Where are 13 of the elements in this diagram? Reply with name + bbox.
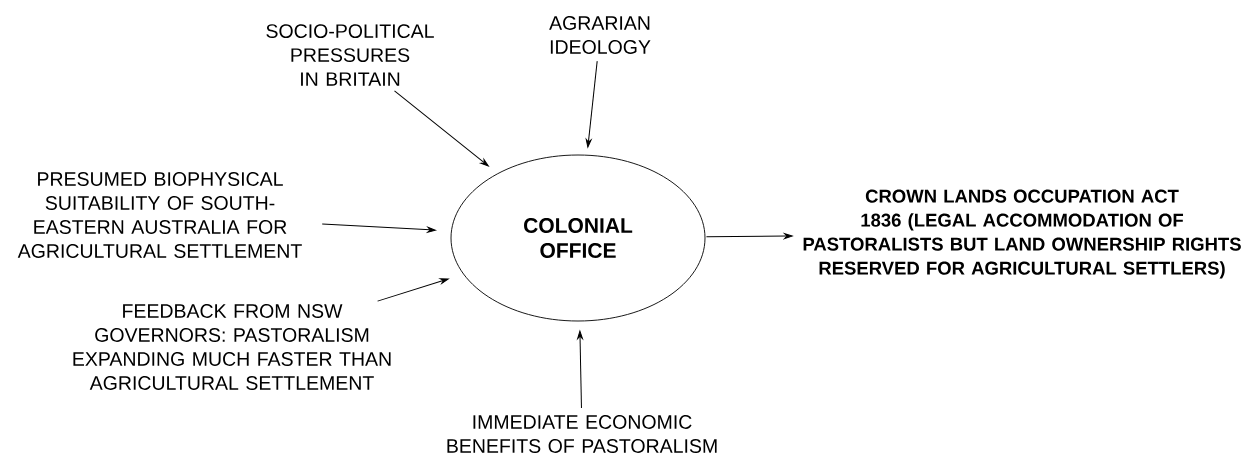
text-label: SOCIO-POLITICAL PRESSURES IN BRITAIN xyxy=(266,24,434,86)
arrow xyxy=(321,223,436,233)
text-label: IMMEDIATE ECONOMIC BENEFITS OF PASTORALISM xyxy=(447,415,717,453)
arrow xyxy=(394,90,489,167)
ellipse-node: COLONIAL OFFICE xyxy=(450,154,706,322)
text-label: AGRARIAN IDEOLOGY xyxy=(549,16,651,54)
text-label: PRESUMED BIOPHYSICAL SUITABILITY OF SOUTH-EASTERN AUSTRALIA FOR AGRICULTURAL SETTLEMENT xyxy=(17,172,302,258)
arrow xyxy=(577,330,583,409)
text-label: CROWN LANDS OCCUPATION ACT 1836 (LEGAL ACCOMMODATION OF PASTORALISTS BUT LAND OWNERSHIP RIGHTS RESERVED FOR AGRICULTURAL SETTLERS) xyxy=(803,189,1241,279)
arrow xyxy=(585,60,598,148)
text-label: FEEDBACK FROM NSW GOVERNORS: PASTORALISM EXPANDING MUCH FASTER THAN AGRICULTURAL SETTLEMENT xyxy=(73,304,391,390)
arrow xyxy=(705,233,793,240)
arrow xyxy=(377,278,449,302)
